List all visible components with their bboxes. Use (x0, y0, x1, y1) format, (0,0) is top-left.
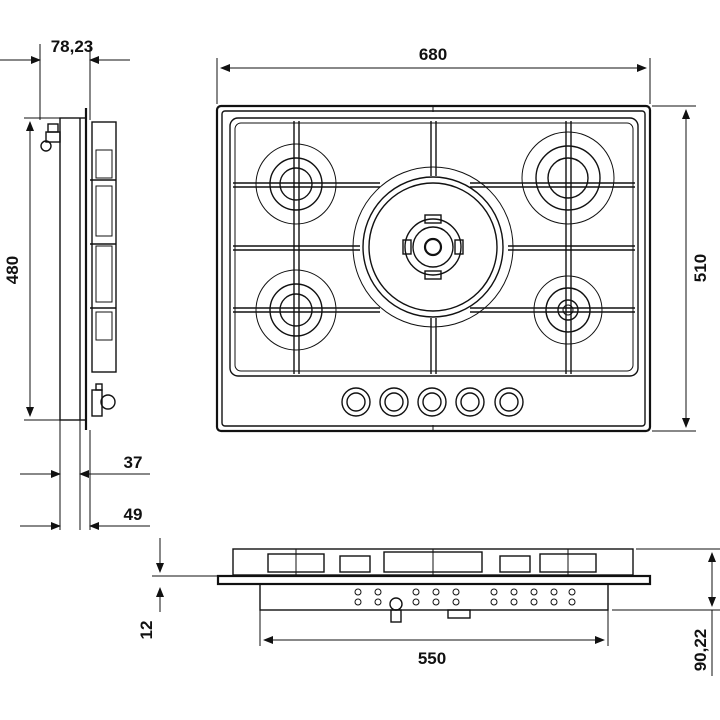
front-plate (216, 574, 652, 586)
knob-2-icon (379, 387, 409, 417)
control-knobs (341, 387, 524, 417)
dimension-label-37: 37 (124, 453, 143, 472)
burner-front-right (533, 275, 603, 345)
gas-inlet-icon (40, 123, 61, 152)
dimension-label-side-height: 480 (3, 256, 22, 284)
front-burner-caps (267, 549, 597, 575)
dimension-side-height: 480 (3, 117, 60, 421)
dimension-side-37: 37 (20, 420, 150, 530)
dimension-label-side-depth: 78,23 (51, 37, 94, 56)
burner-front-left (255, 269, 337, 351)
dimension-top-width: 680 (216, 45, 651, 104)
knob-side-icon (91, 383, 116, 417)
dimension-label-90-22: 90,22 (691, 629, 710, 672)
dimension-side-depth: 78,23 (0, 37, 130, 120)
dimension-top-depth: 510 (652, 105, 710, 432)
burner-rear-right (521, 131, 615, 225)
knob-5-icon (494, 387, 524, 417)
burner-rear-left (255, 143, 337, 225)
pan-support-frame (229, 117, 639, 377)
front-view: 12 550 90,22 (137, 538, 720, 676)
side-view: 78,23 480 (0, 37, 150, 530)
dimension-label-top-depth: 510 (691, 254, 710, 282)
dimension-label-550: 550 (418, 649, 446, 668)
dimension-front-12: 12 (137, 538, 218, 639)
dimension-front-height: 90,22 (612, 548, 720, 676)
dimension-label-12: 12 (137, 621, 156, 640)
knob-3-icon (417, 387, 447, 417)
burner-wok-center (352, 166, 514, 328)
top-view: 680 510 (215, 45, 710, 433)
front-body (259, 583, 609, 611)
hob-outline (215, 104, 652, 433)
dimension-side-49: 49 (20, 430, 150, 530)
dimension-label-49: 49 (124, 505, 143, 524)
knob-4-icon (455, 387, 485, 417)
dimension-label-top-width: 680 (419, 45, 447, 64)
front-components (354, 588, 576, 623)
knob-1-icon (341, 387, 371, 417)
dimension-front-cutout: 550 (259, 610, 609, 668)
side-profile (40, 108, 117, 430)
